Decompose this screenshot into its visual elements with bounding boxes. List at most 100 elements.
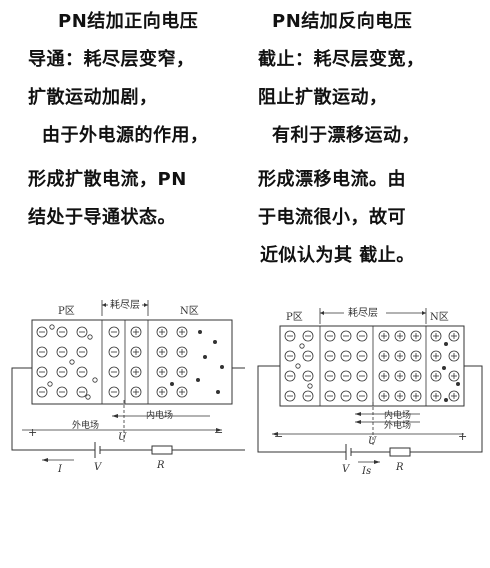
positive-ion [130,386,142,398]
depletion-boundaries [101,320,149,404]
positive-ion [156,386,168,398]
reverse-line-6: 近似认为其 截止。 [260,245,415,266]
negative-ion [356,370,368,382]
negative-ion [324,390,336,402]
reverse-line-4: 形成漂移电流。由 [258,169,406,190]
positive-ion [410,350,422,362]
positive-ion [130,346,142,358]
positive-ion [448,390,460,402]
negative-ion [302,330,314,342]
blank-area [0,486,490,568]
negative-ion [108,366,120,378]
n-region-label: N区 [180,305,199,317]
negative-ion [356,350,368,362]
positive-ion [430,330,442,342]
minus-sign: − [274,430,283,443]
minus-sign: − [214,426,223,439]
plus-sign: + [458,430,467,443]
negative-ion [302,390,314,402]
positive-ion [394,350,406,362]
negative-ion [76,346,88,358]
forward-line-5: 结处于导通状态。 [28,207,176,228]
positive-ion [176,366,188,378]
hole [295,363,301,369]
negative-ion [356,390,368,402]
negative-ion [284,370,296,382]
positive-ion [448,370,460,382]
reverse-line-2: 阻止扩散运动， [258,87,388,108]
positive-ion [430,350,442,362]
forward-line-1: 导通：耗尽层变窄， [28,49,195,70]
negative-ion [284,330,296,342]
positive-ion [378,390,390,402]
voltage-label: U [118,432,127,443]
depletion-boundaries [319,326,427,406]
circuit-wires [11,367,245,458]
n-region-label: N区 [430,311,449,323]
ion-lattice [36,324,224,400]
positive-ion [378,350,390,362]
voltage-label: U [368,436,377,447]
electron [216,390,220,394]
negative-ion [108,326,120,338]
electron [456,382,460,386]
electron [442,366,446,370]
depletion-label: 耗尽层 [348,307,378,319]
positive-ion [130,326,142,338]
forward-line-4: 形成扩散电流，PN [28,169,187,190]
field-arrows [22,400,222,442]
positive-ion [394,330,406,342]
depletion-width-marker [101,300,149,316]
current-arrow [42,458,74,462]
electron [444,342,448,346]
forward-line-3: 由于外电源的作用， [42,125,209,146]
reverse-bias-diagram: P区 耗尽层 N区 [250,292,490,477]
negative-ion [284,350,296,362]
electron [196,378,200,382]
electron [213,340,217,344]
positive-ion [130,366,142,378]
depletion-label: 耗尽层 [110,299,140,311]
electron [444,398,448,402]
electron [170,382,174,386]
plus-sign: + [28,426,37,439]
reverse-title: PN结加反向电压 [272,11,413,32]
source-label: V [94,462,103,473]
negative-ion [340,350,352,362]
hole [307,383,313,389]
negative-ion [56,326,68,338]
positive-ion [156,346,168,358]
hole [47,381,53,387]
positive-ion [394,370,406,382]
electron [198,330,202,334]
positive-ion [394,390,406,402]
outer-field-label: 外电场 [384,419,411,431]
negative-ion [76,386,88,398]
positive-ion [156,366,168,378]
negative-ion [340,390,352,402]
positive-ion [448,350,460,362]
negative-ion [56,346,68,358]
positive-ion [410,330,422,342]
positive-ion [448,330,460,342]
negative-ion [302,370,314,382]
negative-ion [76,326,88,338]
negative-ion [340,330,352,342]
positive-ion [156,326,168,338]
negative-ion [36,346,48,358]
reverse-line-5: 于电流很小，故可 [258,207,406,228]
negative-ion [284,390,296,402]
negative-ion [324,350,336,362]
hole [299,343,305,349]
positive-ion [410,370,422,382]
negative-ion [356,330,368,342]
electron [220,365,224,369]
p-region-label: P区 [286,311,303,323]
resistor-label: R [395,462,404,473]
positive-ion [176,326,188,338]
reverse-line-3: 有利于漂移运动， [272,125,420,146]
positive-ion [430,370,442,382]
hole [87,334,93,340]
positive-ion [378,370,390,382]
negative-ion [36,366,48,378]
